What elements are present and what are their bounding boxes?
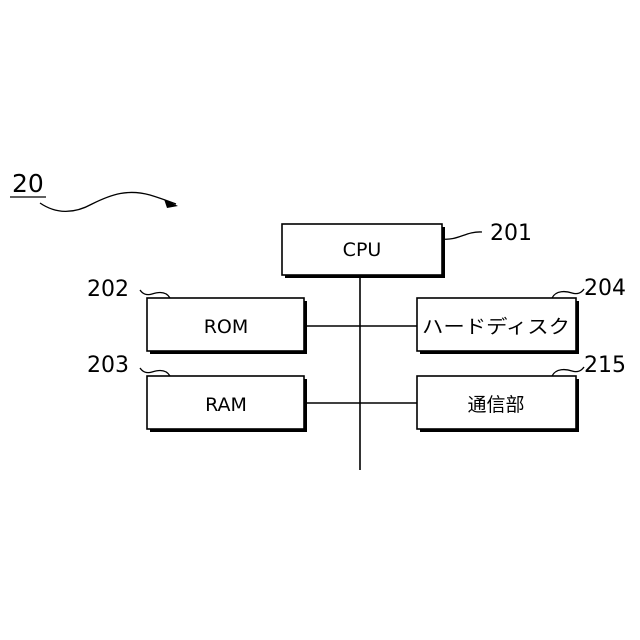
cpu-ref-number: 201 bbox=[490, 221, 532, 246]
ram-ref-number: 203 bbox=[87, 353, 129, 378]
ram-block: RAM 203 bbox=[87, 353, 307, 432]
comm-ref-number: 215 bbox=[584, 353, 626, 378]
comm-block: 通信部 215 bbox=[417, 353, 626, 432]
rom-block: ROM 202 bbox=[87, 277, 307, 354]
hdd-block: ハードディスク 204 bbox=[417, 276, 626, 354]
cpu-label: CPU bbox=[343, 239, 382, 261]
hdd-leader-line bbox=[552, 289, 584, 298]
figure-wavy-arrow bbox=[40, 192, 176, 211]
rom-ref-number: 202 bbox=[87, 277, 129, 302]
system-bus bbox=[306, 276, 418, 470]
ram-label: RAM bbox=[205, 394, 247, 416]
cpu-leader-line bbox=[442, 232, 482, 239]
hdd-ref-number: 204 bbox=[584, 276, 626, 301]
hdd-label: ハードディスク bbox=[422, 316, 570, 338]
rom-label: ROM bbox=[204, 316, 249, 338]
cpu-block: CPU 201 bbox=[282, 221, 532, 278]
rom-leader-line bbox=[140, 290, 170, 298]
comm-label: 通信部 bbox=[467, 394, 524, 416]
figure-reference: 20 bbox=[10, 169, 178, 211]
comm-leader-line bbox=[552, 367, 584, 376]
figure-label: 20 bbox=[12, 169, 44, 198]
ram-leader-line bbox=[140, 368, 170, 376]
